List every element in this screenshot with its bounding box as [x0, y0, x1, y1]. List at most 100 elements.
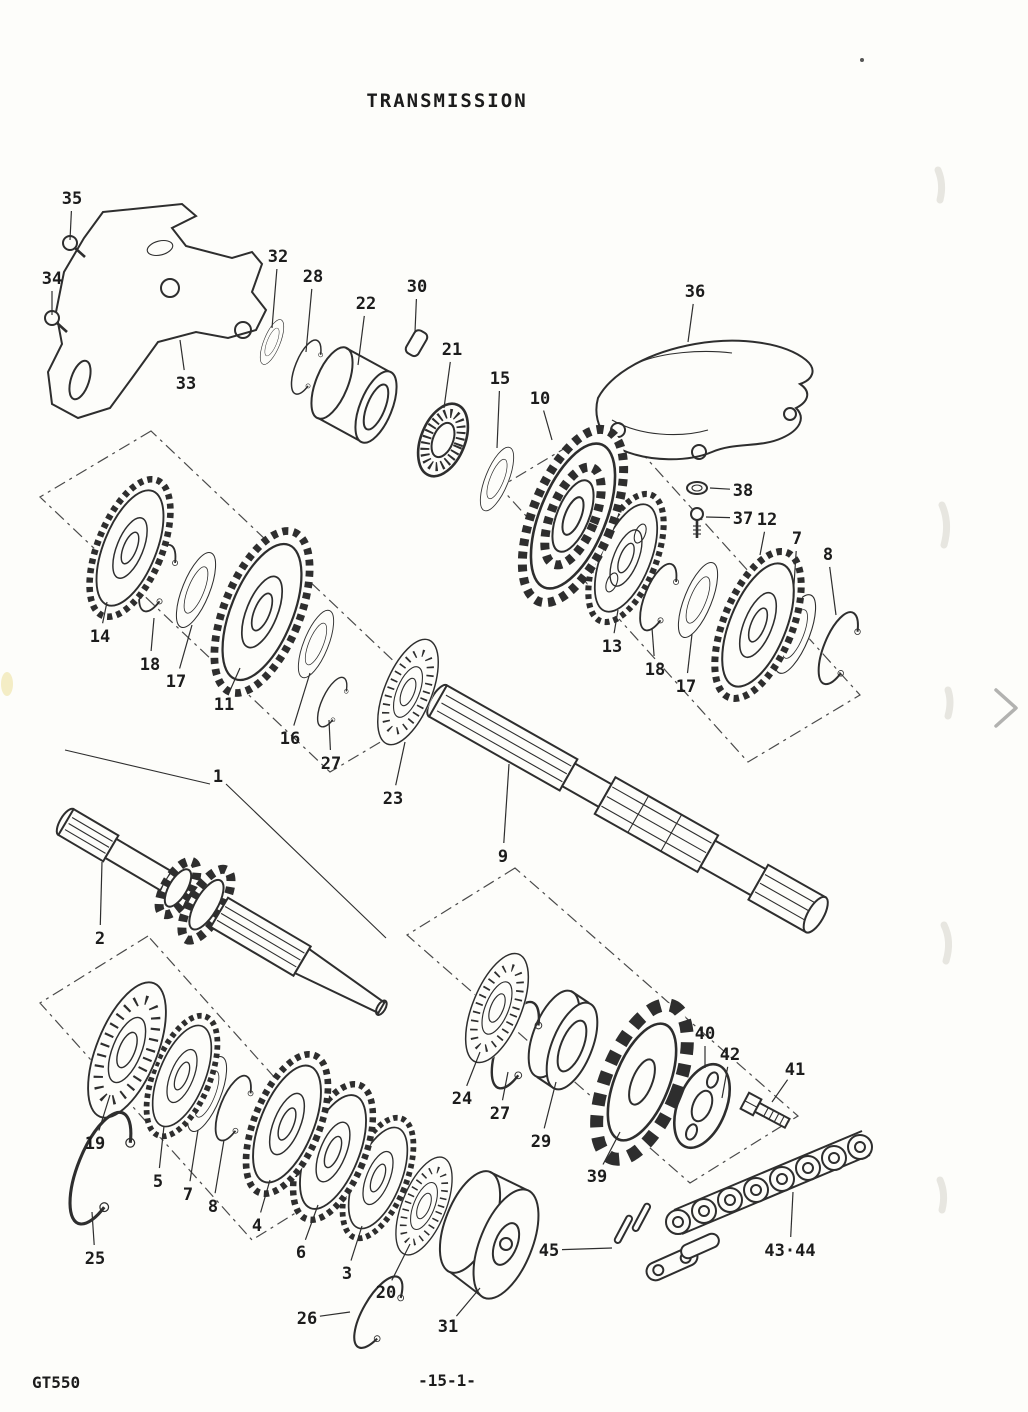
leader-line [69, 210, 72, 241]
callout-17: 17 [166, 624, 193, 692]
part-number-label: 2 [95, 929, 105, 949]
callout-27: 27 [490, 1071, 510, 1124]
leader-line [150, 617, 155, 652]
leader-line [721, 1066, 729, 1099]
part-number-label: 26 [297, 1309, 317, 1329]
model-code: GT550 [32, 1373, 80, 1392]
part-guard-plate-36 [595, 339, 814, 461]
callout-8: 8 [208, 1139, 225, 1217]
leader-line [466, 1051, 481, 1087]
leader-line [709, 487, 731, 490]
part-number-label: 15 [490, 369, 510, 389]
part-number-label: 17 [676, 677, 696, 697]
leader-line [102, 601, 108, 624]
part-chain-joint-45 [613, 1202, 720, 1282]
part-number-label: 22 [356, 294, 376, 314]
leader-line [561, 1247, 613, 1251]
leader-line [501, 1071, 509, 1101]
next-page-chevron[interactable] [994, 688, 1018, 728]
callout-43-44: 43·44 [764, 1191, 816, 1261]
callout-42: 42 [720, 1045, 740, 1099]
leader-line [790, 1191, 794, 1238]
part-washer-38 [686, 481, 708, 495]
part-number-label: 7 [183, 1185, 193, 1205]
part-1-span-lines [64, 749, 387, 939]
part-number-label: 28 [303, 267, 323, 287]
callout-13: 13 [602, 609, 622, 657]
leader-line [305, 288, 313, 353]
part-number-label: 36 [685, 282, 705, 302]
leader-line [214, 1139, 225, 1194]
part-number-label: 40 [695, 1024, 715, 1044]
part-number-label: 4 [252, 1216, 262, 1236]
callout-27: 27 [321, 719, 341, 774]
part-shaft-9 [426, 683, 829, 934]
part-sprocket-39 [590, 998, 694, 1166]
callout-28: 28 [303, 267, 323, 353]
part-number-label: 39 [587, 1167, 607, 1187]
callout-23: 23 [383, 741, 406, 809]
leader-line [98, 1094, 111, 1131]
part-spacer-29 [527, 989, 599, 1091]
callout-37: 37 [705, 509, 753, 529]
part-gear-10 [517, 424, 629, 608]
part-number-label: 7 [792, 529, 802, 549]
part-spacer-22 [310, 346, 398, 444]
part-number-label: 18 [140, 655, 160, 675]
part-pin-30 [404, 329, 429, 358]
leader-line [328, 719, 331, 751]
leader-line [602, 1131, 621, 1165]
part-number-label: 32 [268, 247, 288, 267]
callout-9: 9 [498, 763, 510, 867]
leader-line [792, 550, 797, 601]
part-number-label: 21 [442, 340, 462, 360]
part-number-label: 27 [490, 1104, 510, 1124]
chevron-right-icon [994, 688, 1018, 728]
callout-30: 30 [407, 277, 427, 333]
callout-12: 12 [757, 510, 777, 556]
callout-20: 20 [376, 1243, 411, 1303]
page-mark-dot [860, 58, 864, 62]
part-bolt-41 [739, 1091, 791, 1130]
callout-31: 31 [438, 1287, 481, 1337]
part-number-label: 31 [438, 1317, 458, 1337]
leader-line [443, 361, 451, 409]
part-number-label: 10 [530, 389, 550, 409]
part-number-label: 43·44 [764, 1241, 815, 1261]
leader-line [543, 410, 553, 441]
callout-40: 40 [695, 1024, 715, 1068]
leader-line [455, 1287, 481, 1317]
leader-line [271, 268, 278, 329]
part-number-label: 6 [296, 1243, 306, 1263]
leader-line [414, 298, 417, 333]
part-number-label: 45 [539, 1241, 559, 1261]
leader-line [189, 1129, 199, 1182]
part-shaft-2 [55, 807, 388, 1016]
leader-line [357, 315, 365, 366]
leader-line [304, 1204, 319, 1241]
leader-line [179, 339, 185, 371]
leader-line [771, 1079, 789, 1103]
page-number: -15-1- [418, 1371, 476, 1390]
part-number-label: 30 [407, 277, 427, 297]
callout-16: 16 [280, 672, 311, 749]
callout-19: 19 [85, 1094, 111, 1154]
leader-line [228, 667, 241, 693]
callout-39: 39 [587, 1131, 621, 1187]
leader-line [503, 763, 510, 844]
part-number-label: 41 [785, 1060, 805, 1080]
part-number-label: 14 [90, 627, 110, 647]
callout-3: 3 [342, 1225, 363, 1284]
part-number-label: 5 [153, 1172, 163, 1192]
phantom-box-lower-middle [405, 867, 800, 1184]
callout-10: 10 [530, 389, 553, 441]
leader-line [651, 627, 655, 657]
callout-18: 18 [140, 617, 160, 675]
leader-line [759, 531, 766, 556]
callout-6: 6 [296, 1204, 319, 1263]
leader-line [158, 1125, 165, 1169]
callout-36: 36 [685, 282, 705, 343]
